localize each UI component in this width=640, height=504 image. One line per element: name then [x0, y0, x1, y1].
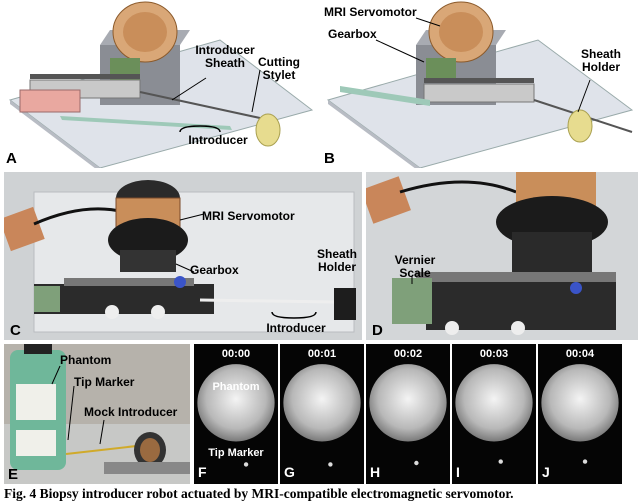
figure-caption: Fig. 4 Biopsy introducer robot actuated … [4, 486, 514, 501]
panel-letter-d: D [372, 322, 383, 339]
label-introducer: Introducer [266, 321, 326, 335]
label-gearbox: Gearbox [328, 27, 377, 41]
frame-timestamp: 00:00 [221, 348, 251, 360]
panel-letter-e: E [8, 466, 19, 483]
panel-letter-a: A [6, 150, 17, 167]
panel-letter-g: G [284, 464, 295, 480]
label-sheath-holder: Sheath Holder [316, 247, 357, 274]
phantom-disc [541, 364, 619, 442]
label-mock-introducer: Mock Introducer [84, 405, 178, 419]
label-phantom: Phantom [212, 381, 260, 393]
label-tip-marker: Tip Marker [74, 375, 135, 389]
label-introducer: Introducer [188, 133, 248, 147]
panel-letter-b: B [324, 150, 335, 167]
tip-marker-dot [498, 459, 503, 464]
label-phantom: Phantom [60, 353, 112, 367]
panel-d: Vernier Scale D [366, 172, 638, 340]
panel-e-photo [4, 344, 190, 474]
frame-timestamp: 00:03 [479, 348, 509, 360]
frame-timestamp: 00:02 [393, 348, 423, 360]
tip-marker-dot [328, 462, 333, 467]
tip-marker-dot [582, 459, 588, 464]
panel-letter-c: C [10, 322, 21, 339]
tip-marker-dot [414, 460, 419, 466]
label-sheath-holder: Sheath Holder [580, 47, 621, 74]
label-vernier-scale: Vernier Scale [394, 253, 436, 280]
label-mri-servomotor: MRI Servomotor [324, 5, 417, 19]
phantom-disc [455, 364, 533, 442]
panel-e: Phantom Tip Marker Mock Introducer E [4, 344, 190, 484]
panel-letter-f: F [198, 464, 207, 480]
frame-timestamp: 00:01 [307, 348, 337, 360]
label-tip-marker: Tip Marker [208, 447, 264, 459]
panel-a: Introducer Sheath Cutting Stylet Introdu… [0, 0, 318, 168]
tip-marker-dot [243, 462, 249, 467]
panel-b-cad-render [326, 1, 634, 168]
label-gearbox: Gearbox [190, 263, 239, 277]
label-mri-servomotor: MRI Servomotor [202, 209, 295, 223]
panel-a-cad-render [8, 1, 314, 168]
panel-c-photo [4, 180, 356, 333]
panel-letter-j: J [542, 464, 550, 480]
panel-letter-h: H [370, 464, 381, 480]
panel-c: MRI Servomotor Gearbox Sheath Holder Int… [4, 172, 362, 340]
frame-timestamp: 00:04 [565, 348, 595, 360]
panel-d-photo [366, 172, 616, 335]
phantom-disc [197, 364, 275, 442]
phantom-disc [369, 364, 447, 442]
label-cutting-stylet: Cutting Stylet [258, 55, 300, 82]
panel-b: MRI Servomotor Gearbox Sheath Holder B [320, 0, 640, 168]
phantom-disc [283, 364, 361, 442]
panel-letter-i: I [456, 464, 460, 480]
label-introducer-sheath: Introducer Sheath [195, 43, 255, 70]
